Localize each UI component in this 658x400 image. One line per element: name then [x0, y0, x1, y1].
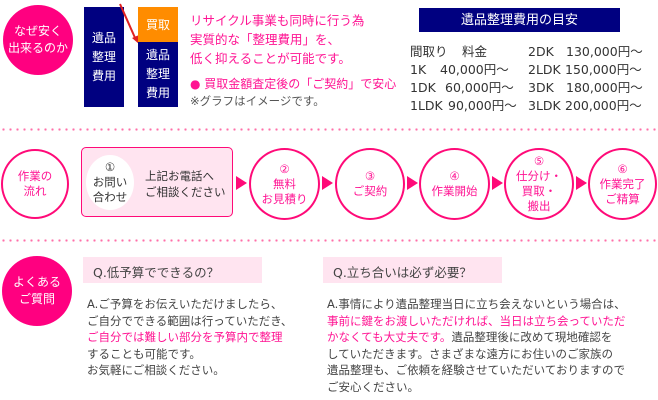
- arrow-right-icon: [576, 176, 587, 190]
- why-description: リサイクル事業も同時に行う為実質的な「整理費用」を、低く抑えることが可能です。: [190, 13, 365, 66]
- divider: [0, 128, 658, 131]
- arrow-right-icon: [492, 176, 503, 190]
- faq-answer-2: A.事情により遺品整理当日に立ち会えないという場合は、 事前に鍵をお渡しいただけ…: [327, 297, 626, 394]
- graph-note: ※グラフはイメージです。: [190, 94, 325, 108]
- arrow-right-icon: [322, 176, 333, 190]
- why-cheap-badge: なぜ安く出来るのか: [3, 5, 73, 75]
- arrow-right-icon: [236, 176, 247, 190]
- step-1-desc: 上記お電話へご相談ください: [145, 169, 226, 199]
- badge-line: 出来るのか: [7, 41, 68, 55]
- arrow-right-icon: [407, 176, 418, 190]
- faq-badge: よくあるご質問: [2, 256, 72, 326]
- graph-bar-before: 遺品整理費用: [84, 7, 124, 107]
- badge-line: なぜ安く: [13, 24, 62, 38]
- graph-bar-after: 遺品整理費用: [138, 42, 178, 107]
- flow-label: 作業の流れ: [1, 149, 69, 219]
- faq-question-1: Q.低予算でできるの？: [83, 257, 262, 283]
- contract-bullet: ● 買取金額査定後の「ご契約」で安心: [190, 77, 397, 91]
- faq-answer-1: A.ご予算をお伝えいただけましたら、 ご自分でできる範囲は行っていただき、 ご自…: [87, 297, 293, 377]
- faq-question-2: Q.立ち合いは必ず必要？: [323, 257, 502, 283]
- arrow-icon: [119, 3, 139, 44]
- divider: [0, 239, 658, 242]
- price-table-title: 遺品整理費用の目安: [419, 8, 620, 32]
- graph-bar-buyback: 買取: [138, 7, 178, 42]
